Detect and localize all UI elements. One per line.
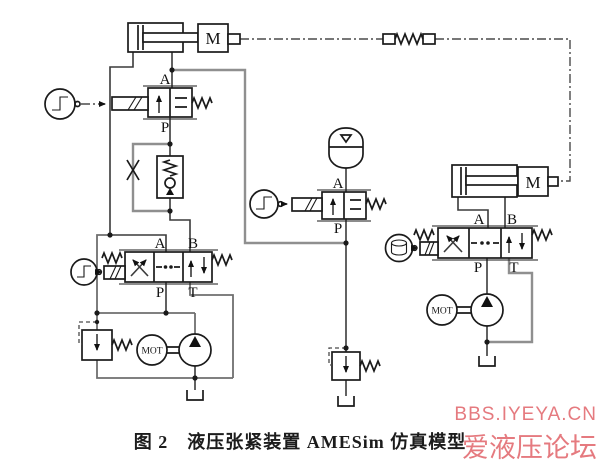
watermark: BBS.IYEYA.CN 爱液压论坛	[454, 404, 597, 465]
spring-icon	[365, 196, 387, 212]
solenoid-icon	[111, 96, 149, 111]
watermark-url: BBS.IYEYA.CN	[454, 404, 597, 425]
tank-2	[337, 396, 355, 407]
relief-valve-2	[328, 347, 381, 381]
watermark-site-name: 爱液压论坛	[462, 433, 597, 463]
pump-2	[470, 293, 504, 327]
spring-icon	[111, 337, 133, 353]
motor-2-label: MOT	[431, 307, 452, 317]
solenoid-icon	[419, 241, 439, 256]
accumulator	[328, 127, 364, 169]
valve-4-3-no2: A B P T	[413, 212, 553, 276]
mass-1-label: M	[205, 29, 220, 48]
figure-caption: 图 2 液压张紧装置 AMESim 仿真模型	[133, 432, 467, 452]
relief-valve-1	[78, 321, 133, 361]
step-signal-source-1	[44, 88, 106, 120]
spring-icon	[101, 250, 123, 266]
spring-icon	[413, 227, 435, 243]
port-label: A	[474, 212, 485, 228]
port-label: T	[509, 260, 518, 276]
port-label: T	[188, 285, 197, 301]
port-label: B	[188, 236, 198, 252]
data-signal-source	[384, 233, 418, 263]
port-label: P	[156, 285, 164, 301]
mechanical-links	[240, 31, 571, 182]
coupling-spring-icon	[382, 31, 436, 47]
pump-1	[178, 333, 212, 367]
motor-1-label: MOT	[141, 347, 162, 357]
port-label: P	[474, 260, 482, 276]
motor-2: MOT	[426, 294, 471, 326]
check-valve	[156, 155, 184, 199]
port-label: P	[334, 221, 342, 237]
tank-1	[186, 390, 204, 401]
spring-icon	[191, 95, 213, 111]
valve-4-3-no1: A B P T	[101, 236, 233, 301]
spring-icon	[531, 227, 553, 243]
step-signal-source-3	[249, 189, 288, 219]
solenoid-icon	[103, 265, 126, 280]
junction-dots	[94, 67, 490, 381]
solenoid-icon	[291, 197, 323, 212]
port-label: A	[160, 72, 171, 88]
spring-icon	[359, 358, 381, 374]
step-signal-source-2	[70, 258, 103, 286]
hydraulic-cylinder-1	[127, 22, 199, 53]
motor-1: MOT	[136, 334, 179, 366]
valve-2-2-no2: A P	[291, 176, 387, 237]
hydraulic-cylinder-2	[451, 164, 519, 198]
mass-block-2: M	[517, 166, 559, 197]
mass-2-label: M	[525, 173, 540, 192]
mass-block-1: M	[197, 23, 241, 53]
port-label: P	[161, 120, 169, 136]
port-label: A	[333, 176, 344, 192]
throttle-valve	[126, 159, 140, 181]
port-label: A	[155, 236, 166, 252]
spring-icon	[211, 252, 233, 268]
tank-3	[478, 356, 496, 367]
port-label: B	[507, 212, 517, 228]
valve-2-2-no1: A P	[111, 72, 213, 136]
